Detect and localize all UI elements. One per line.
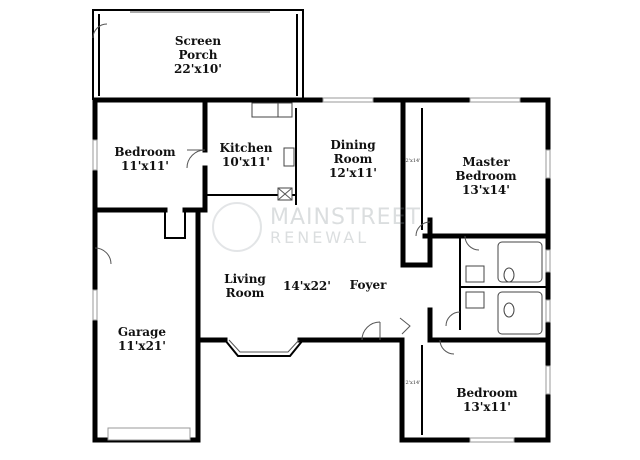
- interior-walls: [92, 97, 551, 435]
- room-dims: 10'x11': [222, 155, 270, 169]
- room-dims: 13'x14': [462, 183, 510, 197]
- room-label-kitchen: Kitchen 10'x11': [220, 141, 273, 169]
- room-name: Foyer: [349, 278, 387, 292]
- room-name: Garage: [117, 325, 167, 339]
- kitchen-fixtures: [251, 102, 295, 201]
- room-dims-living-room: 14'x22': [283, 279, 331, 293]
- room-name-line2: Bedroom: [455, 169, 517, 183]
- room-name-line2: Room: [333, 152, 373, 166]
- room-dims: 11'x21': [118, 339, 166, 353]
- doors: [94, 149, 480, 355]
- room-name-line1: Dining: [330, 138, 376, 152]
- bay-window: [224, 339, 304, 357]
- room-dims: 22'x10': [174, 62, 222, 76]
- windows: [92, 97, 551, 443]
- room-name-line2: Room: [225, 286, 265, 300]
- room-label-master-bedroom: Master Bedroom 13'x14': [455, 155, 516, 197]
- room-name: Bedroom: [456, 386, 518, 400]
- room-name-line1: Screen: [174, 34, 222, 48]
- room-name-line2: Porch: [178, 48, 218, 62]
- room-label-garage: Garage 11'x21': [118, 325, 166, 353]
- room-dims: 13'x11': [463, 400, 511, 414]
- room-name-line1: Living: [224, 272, 266, 286]
- room-name-line1: Master: [462, 155, 510, 169]
- room-dims: 11'x11': [121, 159, 169, 173]
- room-label-bedroom-se: Bedroom 13'x11': [456, 386, 517, 414]
- closet-label-bedroom: 2'x14': [405, 380, 421, 386]
- room-name: Bedroom: [114, 145, 176, 159]
- room-label-dining-room: Dining Room 12'x11': [329, 138, 377, 180]
- room-label-foyer: Foyer: [350, 278, 387, 292]
- room-label-screen-porch: Screen Porch 22'x10': [174, 34, 222, 76]
- screen-porch-walls: [92, 9, 304, 100]
- room-label-bedroom-nw: Bedroom 11'x11': [114, 145, 175, 173]
- watermark: MAINSTREET RENEWAL: [212, 202, 421, 252]
- room-dims: 14'x22': [283, 279, 331, 293]
- watermark-line1: MAINSTREET: [270, 205, 421, 230]
- watermark-logo-icon: [212, 202, 262, 252]
- watermark-line2: RENEWAL: [270, 228, 370, 247]
- room-label-living-room: Living Room: [224, 272, 266, 300]
- closet-label-master: 2'x14': [405, 158, 421, 164]
- room-name: Kitchen: [219, 141, 273, 155]
- bath-fixtures: [465, 241, 543, 335]
- room-dims: 12'x11': [329, 166, 377, 180]
